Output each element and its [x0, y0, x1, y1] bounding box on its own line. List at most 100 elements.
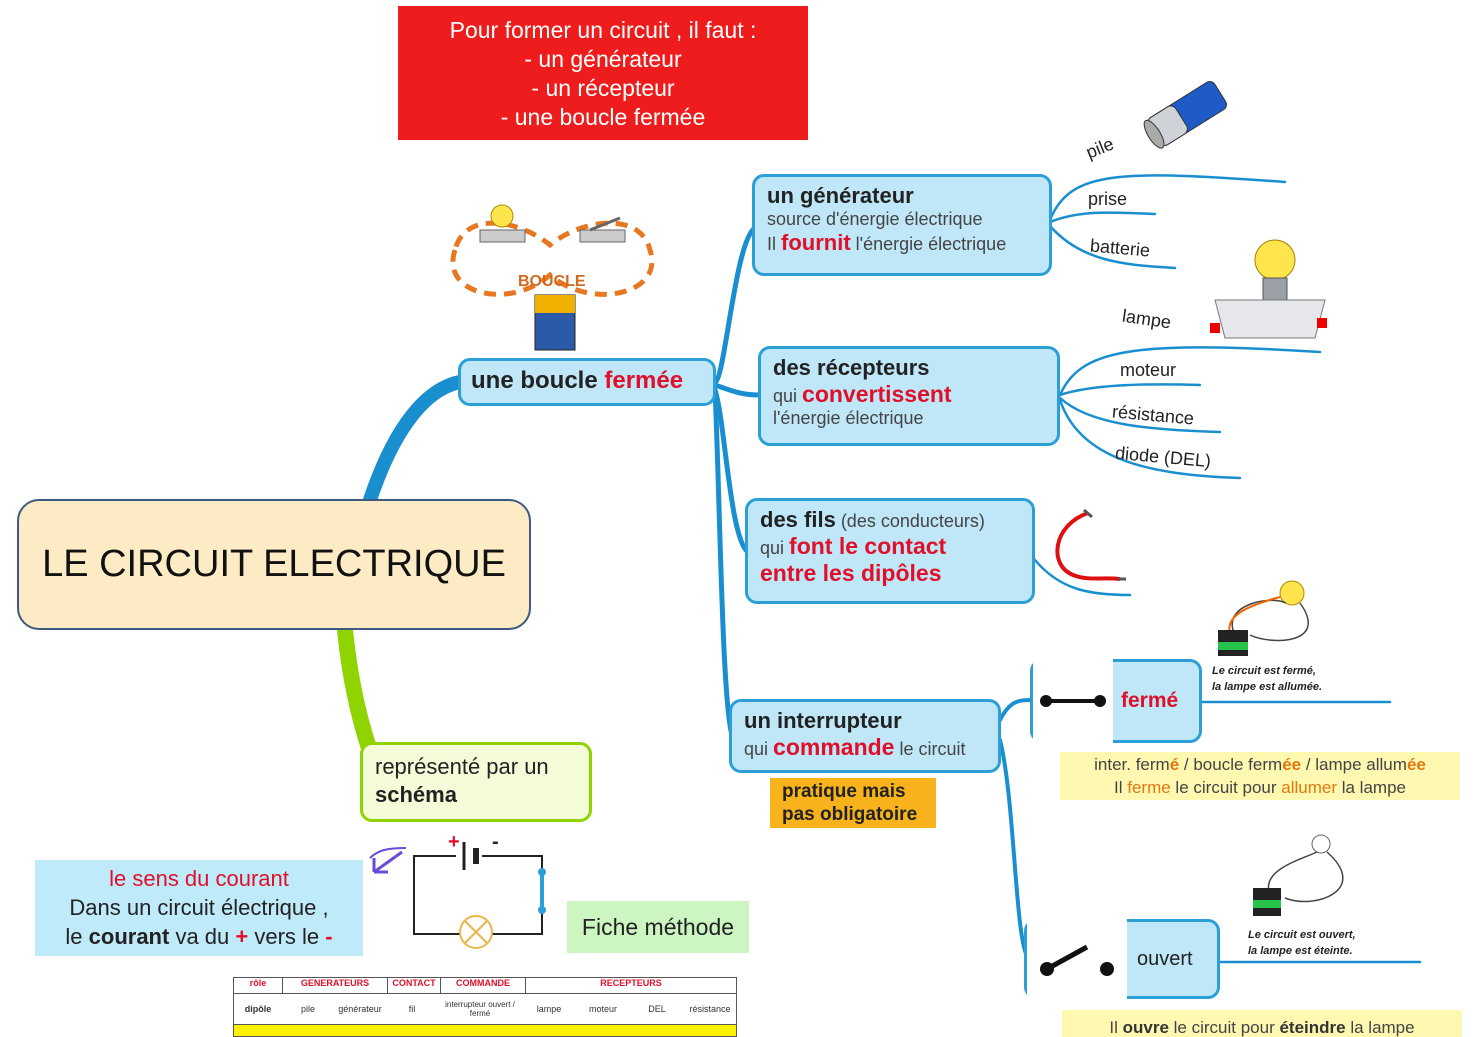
wires-title: des fils [760, 507, 836, 532]
closed-summary-b-hl: ée [1282, 755, 1302, 774]
wires-line1-highlight: font le contact [789, 533, 947, 559]
generator-title: un générateur [767, 183, 914, 208]
requirement-generator: - un générateur [524, 46, 682, 72]
open-caption-2: la lampe est éteinte. [1248, 945, 1353, 957]
loop-node-highlight: fermée [604, 367, 684, 394]
closed-summary-f: la lampe [1337, 778, 1406, 797]
circuit-schematic: + - [369, 831, 546, 949]
generator-node[interactable]: un générateur source d'énergie électriqu… [752, 174, 1052, 276]
closed-summary-e-hl: allumer [1281, 778, 1337, 797]
wires-line2: entre les dipôles [760, 560, 942, 586]
generator-line-prefix: Il [767, 234, 782, 254]
table-cell-generator: générateur [338, 1004, 382, 1014]
current-line3-a: le [65, 924, 89, 949]
table-header-generators: GENERATEURS [283, 978, 388, 993]
receptors-node[interactable]: des récepteurs qui convertissent l'énerg… [758, 346, 1060, 446]
closed-summary-d: Il [1114, 778, 1128, 797]
generator-line-highlight: fournit [781, 230, 851, 255]
open-summary-c: la lampe [1345, 1018, 1415, 1037]
open-caption-1: Le circuit est ouvert, [1248, 929, 1356, 941]
central-title: LE CIRCUIT ELECTRIQUE [42, 543, 506, 585]
table-header-command: COMMANDE [441, 978, 526, 993]
current-line2: Dans un circuit électrique , [69, 895, 329, 920]
link-loop-trunk [712, 225, 758, 385]
requirement-receptor: - un récepteur [531, 75, 675, 101]
current-arrow-icon [372, 850, 403, 874]
closed-caption-1: Le circuit est fermé, [1212, 665, 1316, 677]
table-cell-motor: moteur [588, 1004, 617, 1014]
table-header-contact: CONTACT [388, 978, 441, 993]
generator-line-suffix: l'énergie électrique [850, 234, 1007, 254]
switch-title: un interrupteur [744, 708, 902, 733]
switch-note: pratique mais pas obligatoire [770, 778, 936, 828]
schematic-minus: - [492, 831, 499, 853]
closed-summary-d-hl: ferme [1127, 778, 1171, 797]
receptors-title: des récepteurs [773, 355, 930, 380]
current-line3-d: vers le [248, 924, 326, 949]
schematic-plus: + [448, 831, 460, 853]
closed-summary-a-hl: é [1169, 755, 1180, 774]
switch-closed-label: fermé [1121, 689, 1179, 712]
receptors-line-prefix: qui [773, 386, 803, 406]
table-cell-del: DEL [648, 1004, 666, 1014]
lamp-icon [1210, 239, 1327, 339]
closed-summary-c-hl: ée [1406, 755, 1426, 774]
loop-node-text: une boucle [471, 367, 605, 394]
switch-open-label: ouvert [1137, 947, 1193, 970]
closed-caption: Le circuit est fermé, la lampe est allum… [1212, 663, 1322, 695]
schema-node[interactable]: représenté par un schéma [360, 742, 592, 822]
receptors-line-highlight: convertissent [802, 381, 952, 407]
closed-circuit-illustration [1218, 580, 1309, 656]
receptors-line2: l'énergie électrique [773, 408, 924, 428]
table-cell-wire: fil [408, 1004, 416, 1014]
closed-summary-c: / lampe allum [1301, 755, 1407, 774]
table-cell-dipole: dipôle [244, 1004, 272, 1014]
closed-summary-e: le circuit pour [1170, 778, 1282, 797]
switch-note-line2: pas obligatoire [782, 804, 918, 825]
table-cell-lamp: lampe [536, 1004, 562, 1014]
loop-image-label: BOUCLE [518, 273, 586, 290]
requirements-title: Pour former un circuit , il faut : [449, 17, 757, 43]
switch-closed-node[interactable]: fermé [1030, 659, 1202, 743]
table-header-role: rôle [234, 978, 283, 993]
central-node[interactable]: LE CIRCUIT ELECTRIQUE [17, 499, 531, 630]
open-summary-b: le circuit pour [1168, 1018, 1280, 1037]
branch-prise: prise [1088, 189, 1128, 209]
switch-node[interactable]: un interrupteur qui commande le circuit [729, 699, 1001, 773]
open-summary-b-hl: éteindre [1279, 1018, 1346, 1037]
loop-illustration: BOUCLE [450, 204, 655, 351]
current-line3-c: va du [169, 924, 236, 949]
switch-open-node[interactable]: ouvert [1024, 919, 1220, 999]
table-cell-pile: pile [300, 1004, 315, 1014]
switch-line-prefix: qui [744, 739, 774, 759]
switch-line-suffix: le circuit [894, 739, 966, 759]
table-symbol-row [234, 1025, 736, 1036]
link-central-schema [337, 622, 376, 753]
dipole-table: rôle GENERATEURS CONTACT COMMANDE RECEPT… [233, 977, 737, 1037]
wires-node[interactable]: des fils (des conducteurs) qui font le c… [745, 498, 1035, 604]
link-central-loop [363, 375, 467, 507]
closed-caption-2: la lampe est allumée. [1212, 681, 1323, 693]
closed-summary-b: / boucle ferm [1179, 755, 1283, 774]
current-line3-b: courant [88, 924, 170, 949]
battery-icon [1143, 81, 1227, 149]
wires-line-prefix: qui [760, 538, 790, 558]
open-summary-a-hl: ouvre [1122, 1018, 1169, 1037]
loop-node[interactable]: une boucle fermée [458, 358, 716, 406]
method-label[interactable]: Fiche méthode [567, 901, 749, 953]
current-plus: + [235, 924, 249, 949]
wires-paren: (des conducteurs) [835, 511, 985, 531]
open-caption: Le circuit est ouvert, la lampe est étei… [1248, 927, 1356, 959]
schema-line1: représenté par un [375, 754, 549, 779]
current-title: le sens du courant [109, 866, 289, 891]
method-label-text: Fiche méthode [581, 913, 735, 940]
requirement-loop: - une boucle fermée [500, 104, 706, 130]
schema-line2: schéma [375, 782, 457, 807]
table-header-receptors: RECEPTEURS [600, 978, 662, 988]
switch-line-highlight: commande [773, 734, 895, 760]
wire-icon [1055, 508, 1126, 581]
requirements-box: Pour former un circuit , il faut : - un … [398, 6, 808, 140]
table-cell-resistance: résistance [689, 1004, 731, 1014]
generator-subtitle: source d'énergie électrique [767, 209, 983, 229]
